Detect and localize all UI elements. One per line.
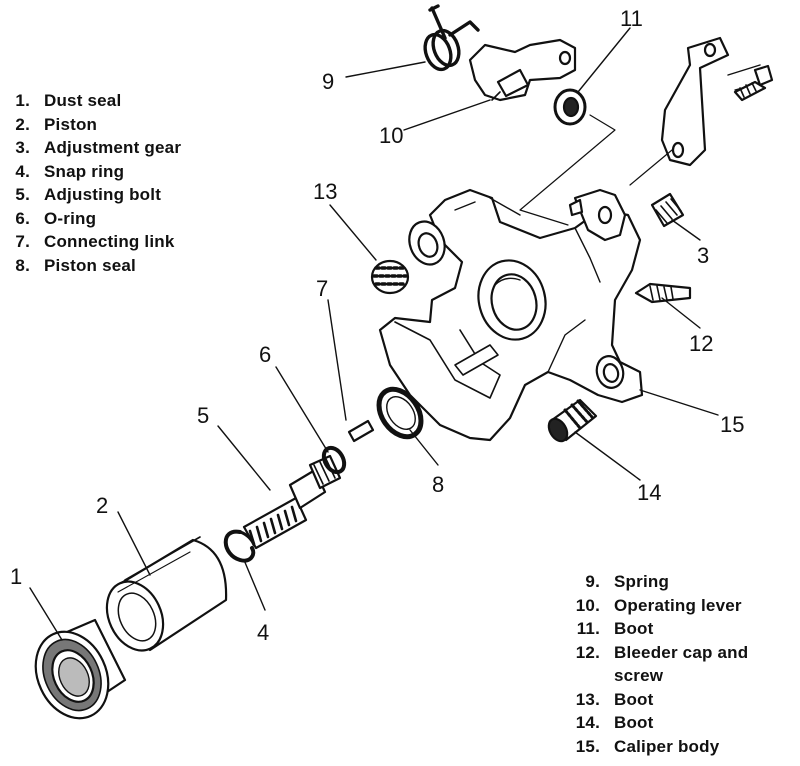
part-operating-lever	[468, 38, 577, 102]
leader-lines	[29, 27, 719, 641]
legend-label: Snap ring	[44, 161, 125, 181]
part-bleeder-screw	[634, 282, 692, 304]
callout-7: 7	[316, 276, 328, 301]
callout-10: 10	[379, 123, 403, 148]
legend-number: 12.	[575, 642, 600, 662]
legend-label: Dust seal	[44, 91, 122, 110]
legend-label: Operating lever	[614, 595, 742, 615]
callout-6: 6	[259, 342, 271, 367]
legend-label: Piston	[44, 114, 98, 134]
legend-item: 11. Boot	[560, 617, 784, 641]
part-cam-shaft	[568, 188, 627, 242]
legend-number: 11.	[576, 619, 600, 638]
callout-8: 8	[432, 472, 444, 497]
legend-number: 2.	[15, 114, 30, 134]
callout-4: 4	[257, 620, 269, 645]
legend-item: 2. Piston	[8, 113, 181, 137]
callout-5: 5	[197, 403, 209, 428]
legend-label: Adjusting bolt	[44, 185, 162, 204]
callout-15: 15	[720, 412, 744, 437]
parts-legend-left: 1. Dust seal 2. Piston 3. Adjustment gear 4…	[8, 89, 181, 277]
parts-legend-right: 9. Spring 10. Operating lever 11. Boot 12. B…	[560, 570, 784, 758]
legend-number: 10.	[575, 595, 600, 615]
part-piston	[105, 536, 228, 652]
part-adjustment-gear	[650, 192, 685, 228]
legend-number: 15.	[575, 736, 600, 756]
callout-3: 3	[697, 243, 709, 268]
legend-item: 5. Adjusting bolt	[8, 183, 181, 207]
assembly-guide-lines	[519, 114, 673, 226]
legend-number: 5.	[15, 185, 30, 204]
part-boot-11	[553, 88, 587, 126]
legend-number: 13.	[575, 689, 600, 709]
legend-number: 3.	[15, 138, 30, 157]
part-caliper-body	[378, 188, 644, 442]
callout-1: 1	[10, 564, 22, 589]
callout-13: 13	[313, 179, 337, 204]
callout-12: 12	[689, 331, 713, 356]
legend-label: Caliper body	[614, 736, 720, 756]
legend-number: 9.	[585, 572, 600, 591]
legend-item: 15. Caliper body	[560, 735, 784, 759]
legend-label: Boot	[614, 713, 654, 732]
legend-label: Boot	[614, 689, 654, 709]
legend-label: Connecting link	[44, 232, 175, 251]
legend-item: 10. Operating lever	[560, 594, 784, 618]
callout-numbers: 1 2 3 4 5 6 7 8 9 10 11 12 13 14 15	[10, 6, 744, 645]
legend-label: Spring	[614, 572, 670, 591]
part-dust-seal	[34, 618, 127, 720]
legend-item: 12. Bleeder cap and screw	[560, 641, 784, 688]
legend-label: Bleeder cap and screw	[614, 642, 749, 686]
legend-number: 1.	[15, 91, 30, 110]
legend-item: 6. O-ring	[8, 207, 181, 231]
callout-11: 11	[620, 6, 643, 31]
legend-label: Boot	[614, 619, 654, 638]
part-lever-bracket	[660, 36, 774, 167]
legend-item: 7. Connecting link	[8, 230, 181, 254]
part-boot-13	[370, 259, 410, 295]
part-o-ring	[321, 445, 347, 475]
legend-item: 3. Adjustment gear	[8, 136, 181, 160]
callout-2: 2	[96, 493, 108, 518]
legend-number: 7.	[15, 232, 30, 251]
legend-item: 13. Boot	[560, 688, 784, 712]
part-adjusting-bolt	[242, 454, 342, 550]
legend-number: 4.	[15, 161, 30, 181]
callout-9: 9	[322, 69, 334, 94]
legend-number: 14.	[575, 713, 600, 732]
part-connecting-link	[347, 419, 375, 443]
legend-number: 6.	[15, 208, 30, 228]
legend-item: 4. Snap ring	[8, 160, 181, 184]
part-spring	[423, 4, 480, 72]
legend-item: 8. Piston seal	[8, 254, 181, 278]
part-piston-seal	[376, 386, 424, 440]
legend-number: 8.	[15, 255, 30, 275]
legend-label: Piston seal	[44, 255, 136, 275]
callout-14: 14	[637, 480, 661, 505]
legend-label: O-ring	[44, 208, 97, 228]
part-boot-14	[547, 398, 598, 443]
legend-item: 1. Dust seal	[8, 89, 181, 113]
legend-item: 9. Spring	[560, 570, 784, 594]
legend-label: Adjustment gear	[44, 138, 182, 157]
legend-item: 14. Boot	[560, 711, 784, 735]
